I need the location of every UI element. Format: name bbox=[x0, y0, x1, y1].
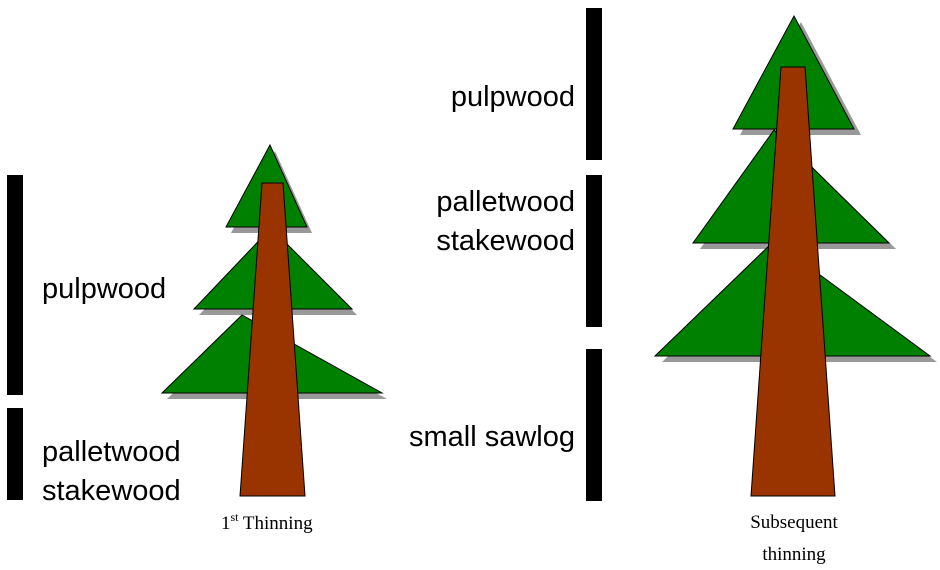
right-caption-line1: Subsequent bbox=[750, 512, 838, 533]
left-caption-superscript: st bbox=[231, 510, 240, 524]
left-tree-caption: 1st Thinning bbox=[221, 510, 313, 534]
left-caption-number: 1 bbox=[221, 513, 231, 534]
right-pulpwood-bar bbox=[586, 8, 602, 160]
right-palletwood-label: palletwood bbox=[436, 186, 575, 218]
left-stakewood-label: stakewood bbox=[42, 475, 181, 507]
right-pulpwood-label: pulpwood bbox=[451, 81, 575, 113]
right-stakewood-label: stakewood bbox=[436, 225, 575, 257]
left-tree-trunk bbox=[239, 182, 306, 497]
right-palletwood-bar bbox=[586, 175, 602, 327]
right-caption-line2: thinning bbox=[762, 544, 826, 565]
left-palletwood-bar bbox=[7, 408, 23, 500]
left-palletwood-label: palletwood bbox=[42, 436, 181, 468]
left-tree bbox=[160, 143, 387, 497]
right-tree bbox=[653, 14, 937, 497]
left-pulpwood-label: pulpwood bbox=[42, 273, 166, 305]
left-caption-text: Thinning bbox=[239, 513, 314, 534]
right-sawlog-bar bbox=[586, 349, 602, 501]
right-tree-trunk bbox=[750, 66, 836, 497]
right-sawlog-label: small sawlog bbox=[409, 421, 575, 453]
left-pulpwood-bar bbox=[7, 175, 23, 395]
